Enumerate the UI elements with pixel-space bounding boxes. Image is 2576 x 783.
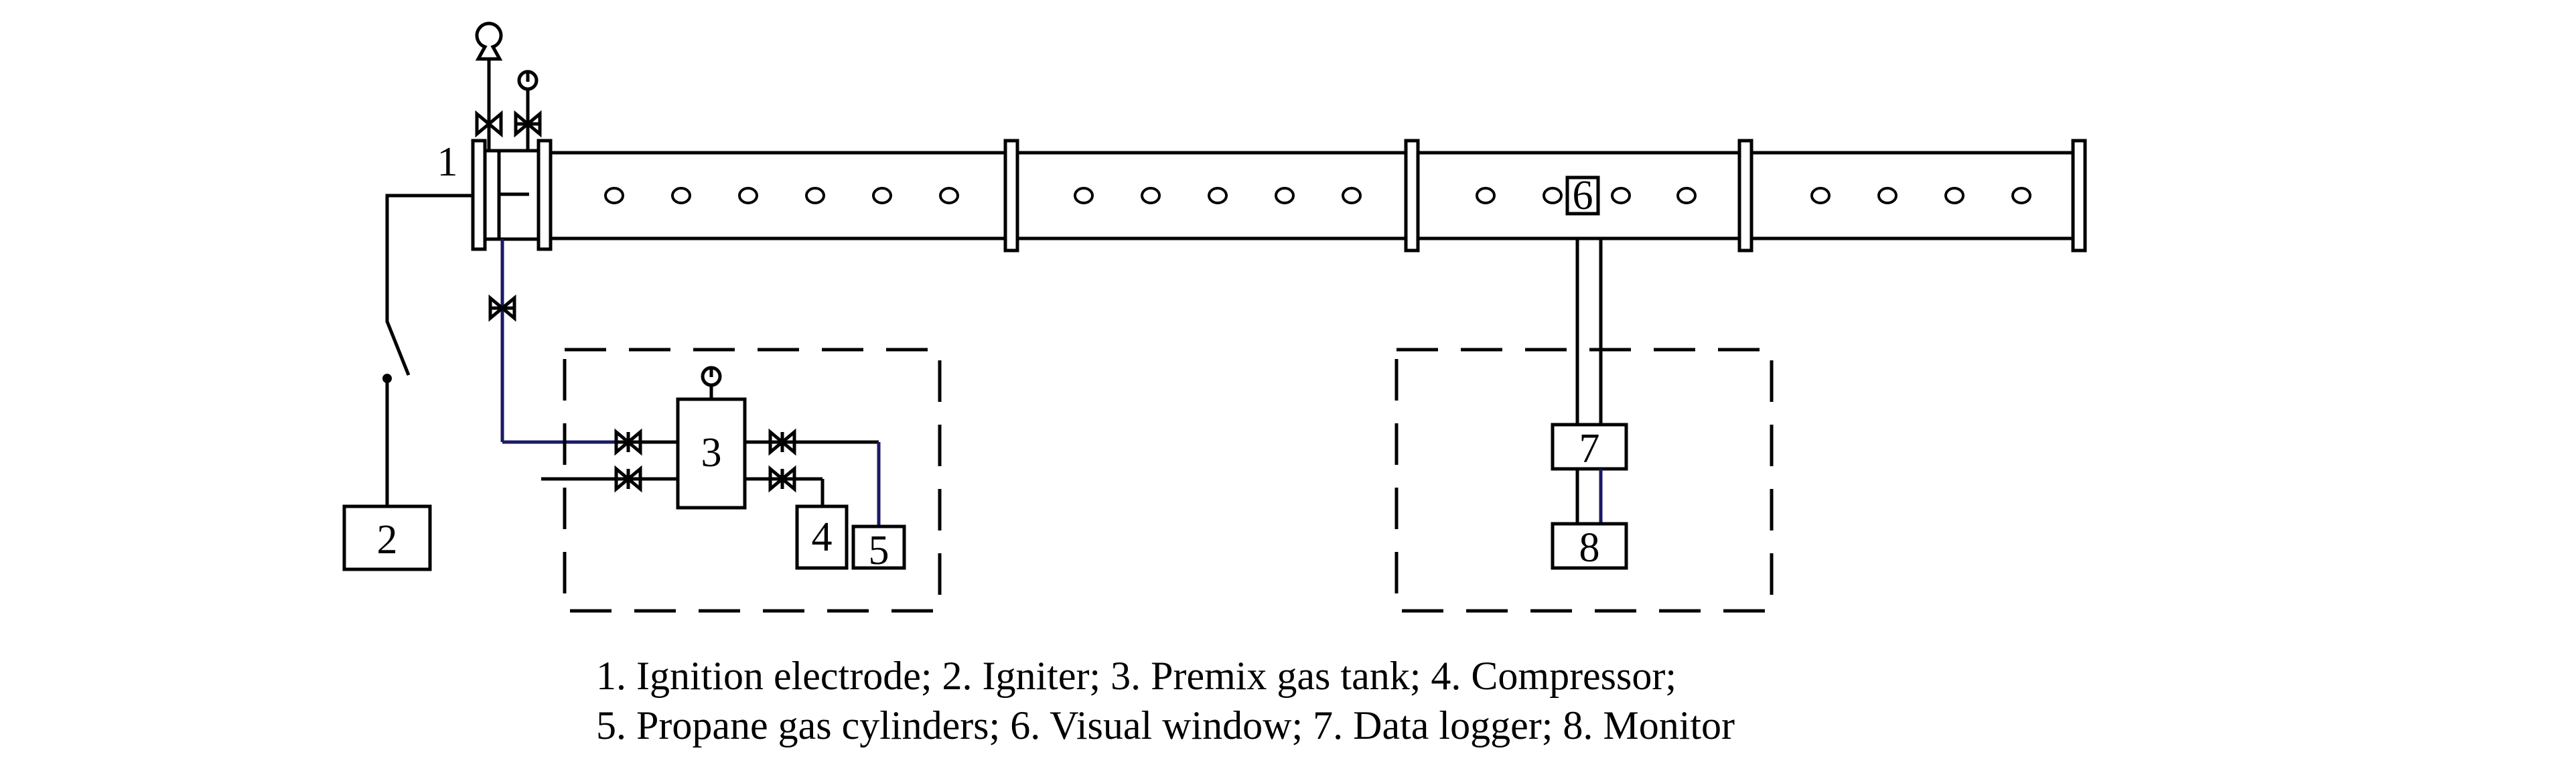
propane-cylinders-box: [851, 524, 906, 570]
label-propane-cylinders: 5: [869, 528, 889, 573]
valve-icon: [614, 465, 642, 493]
data-logger-box: [1551, 423, 1628, 471]
pipe-flange-4: [2071, 139, 2087, 253]
valve-icon: [488, 294, 516, 322]
pipe-flange-1: [1003, 139, 1019, 253]
valve-icon: [514, 110, 542, 138]
caption-line-2: 5. Propane gas cylinders; 6. Visual wind…: [596, 703, 1735, 748]
gas-supply-line: [488, 239, 616, 444]
pressure-gauge-icon: [475, 21, 503, 61]
label-igniter: 2: [377, 517, 398, 563]
top-valves: [475, 21, 542, 151]
premix-system: 3 4 5: [541, 348, 942, 613]
pressure-ports: [604, 187, 2031, 204]
pipe-flange-2: [1404, 139, 1420, 253]
valve-icon: [475, 110, 503, 138]
pipe-end-flange: [471, 139, 487, 251]
valve-icon: [768, 465, 796, 493]
explosion-pipe: 6: [471, 139, 2087, 253]
caption-line-1: 1. Ignition electrode; 2. Igniter; 3. Pr…: [596, 654, 1677, 698]
data-acquisition-system: 7 8: [1394, 239, 1774, 613]
monitor-box: [1551, 522, 1628, 570]
label-ignition-electrode: 1: [437, 139, 458, 185]
igniter-box: [342, 504, 432, 571]
premix-tank-box: [676, 397, 747, 510]
data-system-enclosure: [1394, 348, 1774, 613]
pipe-flange-3: [1737, 139, 1754, 253]
label-visual-window: 6: [1573, 173, 1593, 218]
visual-window-box: [1565, 175, 1600, 216]
valve-icon: [614, 428, 642, 456]
label-premix-tank: 3: [701, 430, 722, 476]
compressor-box: [795, 504, 849, 570]
ignition-circuit: 2: [342, 194, 473, 571]
label-data-logger: 7: [1579, 426, 1600, 472]
label-compressor: 4: [812, 514, 833, 560]
pipe-flange-0: [536, 139, 553, 251]
label-monitor: 8: [1579, 525, 1600, 571]
valve-icon: [768, 428, 796, 456]
